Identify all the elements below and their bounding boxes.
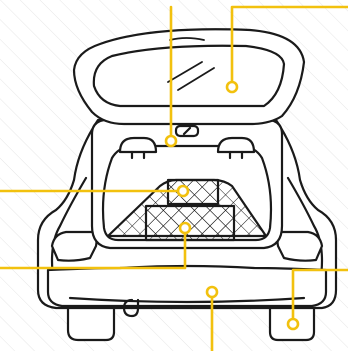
rear-window: [94, 46, 284, 106]
right-rear-light: [278, 232, 323, 261]
left-rear-light: [52, 232, 97, 261]
rear-light-callout-dot: [288, 319, 298, 329]
rear-window-callout-dot: [227, 82, 237, 92]
upper-box-callout-dot: [178, 186, 188, 196]
left-headrest: [120, 138, 156, 152]
tailgate-handle-callout-dot: [166, 136, 176, 146]
cargo-net-callout-dot: [180, 223, 190, 233]
rear-bumper-callout-dot: [207, 287, 217, 297]
right-headrest: [218, 138, 254, 152]
lower-box: [146, 206, 234, 240]
